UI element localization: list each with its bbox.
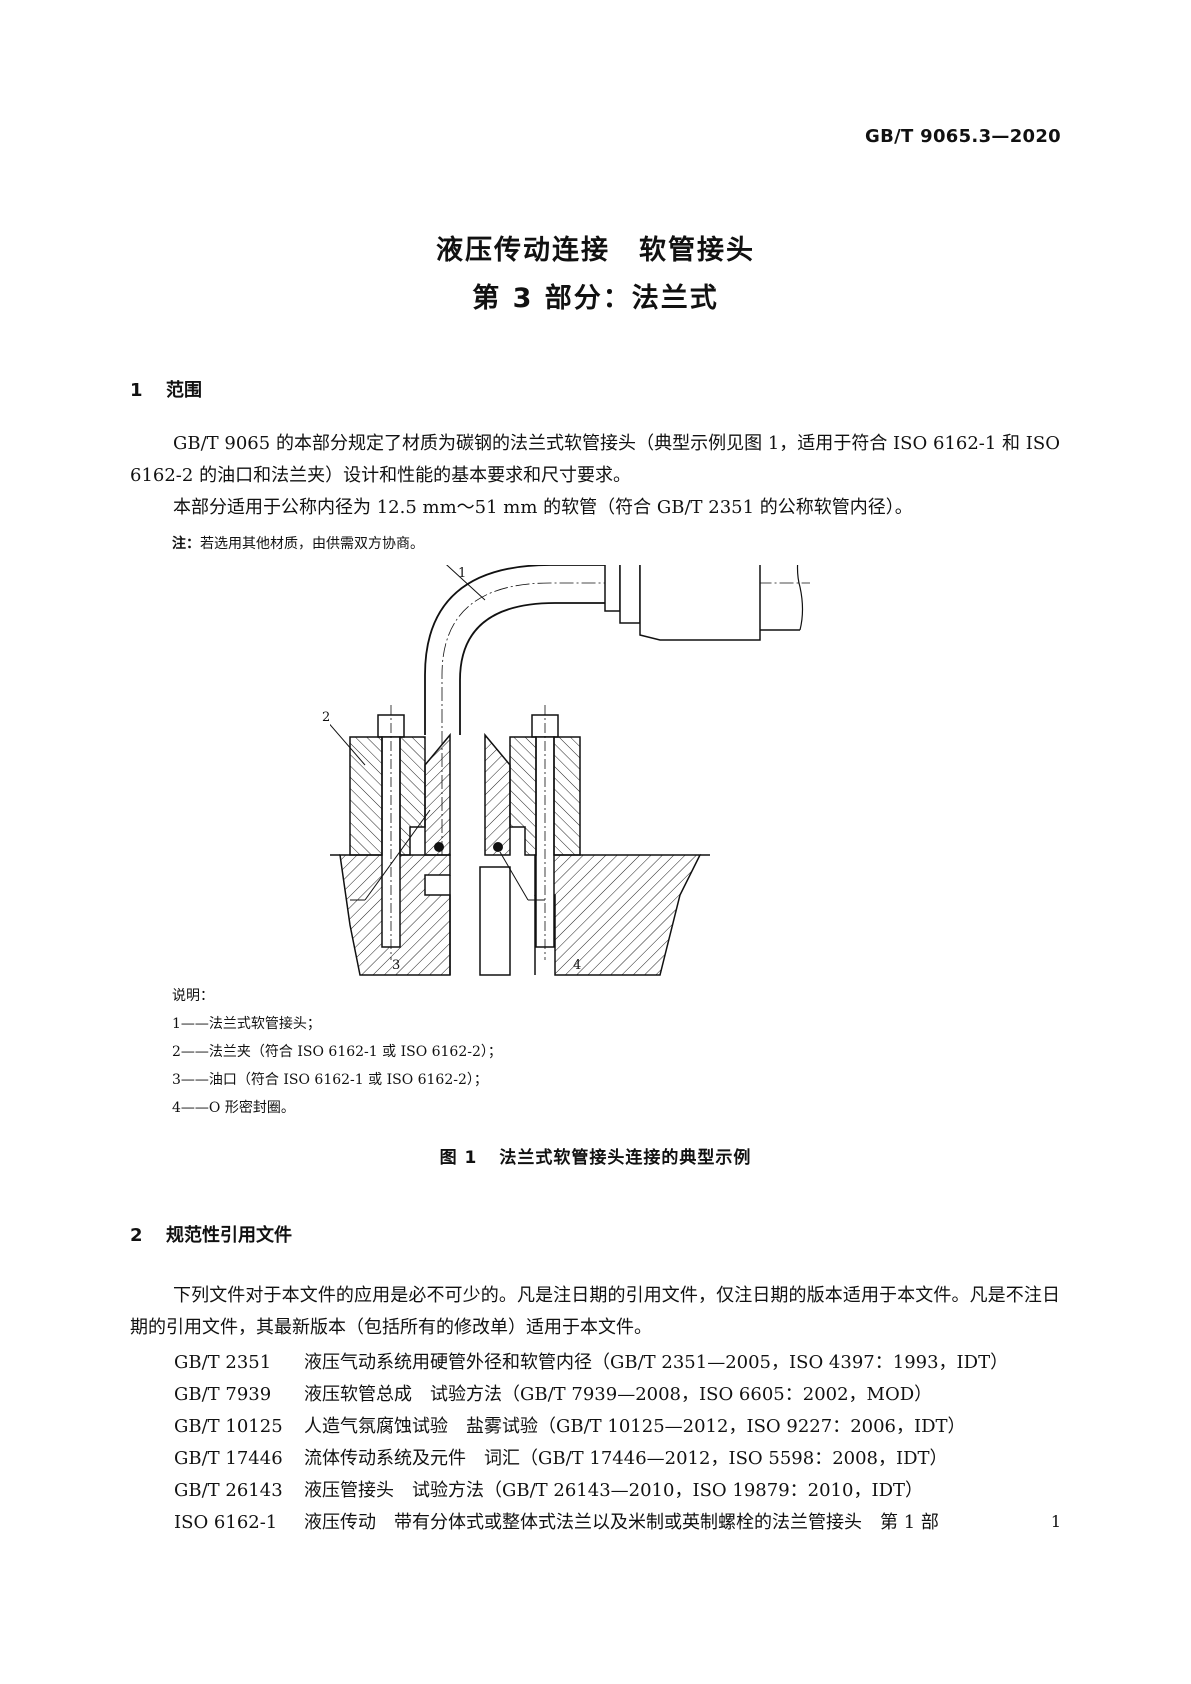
elbow-tube [424, 565, 810, 855]
section-number: 2 [130, 1225, 143, 1246]
flange-clamp [349, 736, 581, 856]
document-subtitle: 第 3 部分：法兰式 [472, 283, 719, 314]
o-ring-right [493, 842, 503, 852]
section-title: 规范性引用文件 [166, 1225, 292, 1246]
section-1-heading: 1 范围 [130, 376, 202, 402]
reference-title: 液压管接头 试验方法（GB/T 26143—2010，ISO 19879：201… [304, 1480, 924, 1501]
reference-item: GB/T 2351 液压气动系统用硬管外径和软管内径（GB/T 2351—2005… [174, 1347, 1008, 1379]
note-label: 注： [172, 536, 200, 552]
normative-references-list: GB/T 2351 液压气动系统用硬管外径和软管内径（GB/T 2351—2005… [174, 1347, 1008, 1539]
callout-2: 2 [322, 710, 331, 725]
reference-code: GB/T 2351 [174, 1352, 272, 1373]
legend-heading: 说明： [172, 988, 214, 1004]
figure-number: 图 1 [439, 1148, 478, 1168]
reference-title: 人造气氛腐蚀试验 盐雾试验（GB/T 10125—2012，ISO 9227：2… [304, 1416, 966, 1437]
legend-item: 3——油口（符合 ISO 6162-1 或 ISO 6162-2）； [172, 1072, 488, 1088]
figure-1-drawing [330, 565, 810, 976]
legend-item: 4——O 形密封圈。 [172, 1100, 295, 1116]
reference-item: GB/T 17446 流体传动系统及元件 词汇（GB/T 17446—2012，I… [174, 1443, 1008, 1475]
hose-socket [604, 565, 804, 641]
reference-code: GB/T 7939 [174, 1384, 272, 1405]
callout-leaders [330, 565, 545, 901]
callout-1: 1 [458, 566, 467, 581]
bolt-left [377, 705, 405, 960]
section-1-paragraph-2: 本部分适用于公称内径为 12.5 mm～51 mm 的软管（符合 GB/T 23… [173, 497, 913, 518]
section-2-heading: 2 规范性引用文件 [130, 1221, 292, 1247]
reference-item: ISO 6162-1 液压传动 带有分体式或整体式法兰以及米制或英制螺栓的法兰管接… [174, 1507, 1008, 1539]
standard-number: GB/T 9065.3—2020 [865, 126, 1061, 147]
reference-code: GB/T 10125 [174, 1416, 283, 1437]
section-1-paragraph-1: GB/T 9065 的本部分规定了材质为碳钢的法兰式软管接头（典型示例见图 1，… [130, 433, 1060, 486]
legend-item: 2——法兰夹（符合 ISO 6162-1 或 ISO 6162-2）； [172, 1044, 502, 1060]
section-number: 1 [130, 380, 143, 401]
figure-caption: 图 1 法兰式软管接头连接的典型示例 [0, 1143, 1191, 1168]
document-title: 液压传动连接 软管接头 [436, 235, 755, 266]
reference-item: GB/T 7939 液压软管总成 试验方法（GB/T 7939—2008，ISO … [174, 1379, 1008, 1411]
reference-title: 流体传动系统及元件 词汇（GB/T 17446—2012，ISO 5598：20… [304, 1448, 948, 1469]
reference-code: GB/T 26143 [174, 1480, 283, 1501]
fitting-flange-head [424, 732, 511, 856]
legend-item: 1——法兰式软管接头； [172, 1016, 321, 1032]
figure-caption-text: 法兰式软管接头连接的典型示例 [499, 1148, 752, 1168]
section-title: 范围 [166, 380, 202, 401]
o-ring-left [434, 842, 444, 852]
figure-legend: 说明： 1——法兰式软管接头； 2——法兰夹（符合 ISO 6162-1 或 I… [172, 982, 502, 1122]
reference-code: GB/T 17446 [174, 1448, 283, 1469]
reference-title: 液压气动系统用硬管外径和软管内径（GB/T 2351—2005，ISO 4397… [304, 1352, 1009, 1373]
callout-3: 3 [392, 958, 401, 973]
reference-code: ISO 6162-1 [174, 1512, 278, 1533]
callout-4: 4 [573, 958, 582, 973]
page-number: 1 [1050, 1512, 1061, 1531]
reference-title: 液压传动 带有分体式或整体式法兰以及米制或英制螺栓的法兰管接头 第 1 部 [304, 1512, 939, 1533]
reference-item: GB/T 10125 人造气氛腐蚀试验 盐雾试验（GB/T 10125—2012，… [174, 1411, 1008, 1443]
note-text: 若选用其他材质，由供需双方协商。 [200, 536, 424, 552]
reference-item: GB/T 26143 液压管接头 试验方法（GB/T 26143—2010，ISO… [174, 1475, 1008, 1507]
reference-title: 液压软管总成 试验方法（GB/T 7939—2008，ISO 6605：2002… [304, 1384, 933, 1405]
bolt-right [531, 705, 559, 960]
note: 注：若选用其他材质，由供需双方协商。 [172, 533, 424, 553]
section-2-paragraph: 下列文件对于本文件的应用是必不可少的。凡是注日期的引用文件，仅注日期的版本适用于… [130, 1285, 1060, 1338]
